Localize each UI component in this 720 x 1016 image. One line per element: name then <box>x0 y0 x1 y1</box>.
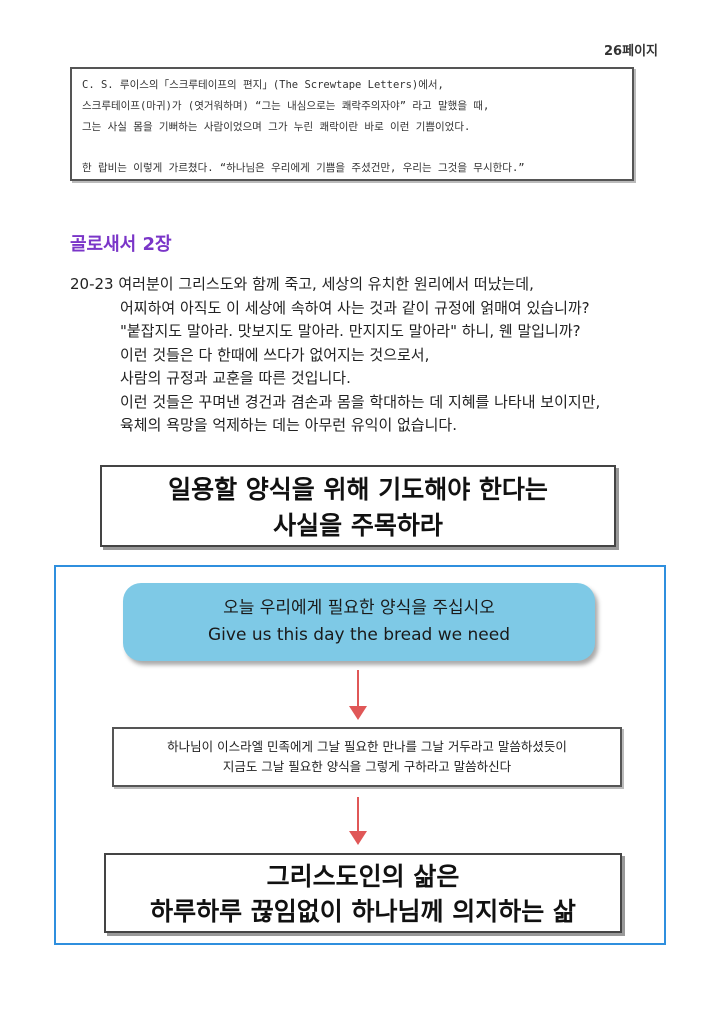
heading-line: 일용할 양식을 위해 기도해야 한다는 <box>168 475 548 504</box>
verse-line: 20-23 여러분이 그리스도와 함께 죽고, 세상의 유치한 원리에서 떠났는… <box>70 275 534 293</box>
page-number: 26페이지 <box>604 44 658 59</box>
down-arrow-icon <box>348 797 368 845</box>
verse-line: 육체의 욕망을 억제하는 데는 아무런 유익이 없습니다. <box>120 416 457 434</box>
heading-line: 사실을 주목하라 <box>273 511 443 540</box>
note-line: 지금도 그날 필요한 양식을 그렇게 구하라고 말씀하신다 <box>222 759 512 774</box>
verse-line: 어찌하여 아직도 이 세상에 속하여 사는 것과 같이 규정에 얽매여 있습니까… <box>120 298 590 317</box>
down-arrow-icon <box>348 670 368 720</box>
quote-line: 한 랍비는 이렇게 가르쳤다. “하나님은 우리에게 기쁨을 주셨건만, 우리는… <box>82 162 525 174</box>
quote-line: 그는 사실 몸을 기뻐하는 사람이었으며 그가 누린 쾌락이란 바로 이런 기쁨… <box>82 121 471 133</box>
quote-line: 스크루테이프(마귀)가 (엿거워하며) “그는 내심으로는 쾌락주의자야” 라고… <box>82 100 490 112</box>
note-line: 하나님이 이스라엘 민족에게 그날 필요한 만나를 그날 거두라고 말씀하셨듯이 <box>167 739 567 754</box>
quote-gap <box>82 138 622 158</box>
verse-block: 20-23 여러분이 그리스도와 함께 죽고, 세상의 유치한 원리에서 떠났는… <box>70 273 670 438</box>
verse-line: "붙잡지도 말아라. 맛보지도 말아라. 만지지도 말아라" 하니, 웬 말입니… <box>120 322 581 340</box>
quote-box: C. S. 루이스의「스크루테이프의 편지」(The Screwtape Let… <box>70 67 634 181</box>
conclusion-line: 하루하루 끊임없이 하나님께 의지하는 삶 <box>150 897 576 926</box>
section-title: 골로새서 2장 <box>70 234 172 255</box>
prayer-pill: 오늘 우리에게 필요한 양식을 주십시오 Give us this day th… <box>123 583 595 661</box>
quote-line: C. S. 루이스의「스크루테이프의 편지」(The Screwtape Let… <box>82 79 444 91</box>
verse-line: 이런 것들은 꾸며낸 경건과 겸손과 몸을 학대하는 데 지혜를 나타내 보이지… <box>120 392 601 411</box>
manna-note-box: 하나님이 이스라엘 민족에게 그날 필요한 만나를 그날 거두라고 말씀하셨듯이… <box>112 727 622 787</box>
conclusion-line: 그리스도인의 삶은 <box>266 862 460 891</box>
heading-box: 일용할 양식을 위해 기도해야 한다는 사실을 주목하라 <box>100 465 616 547</box>
verse-line: 사람의 규정과 교훈을 따른 것입니다. <box>120 369 351 387</box>
flow-frame <box>54 565 666 945</box>
verse-line: 이런 것들은 다 한때에 쓰다가 없어지는 것으로서, <box>120 345 430 364</box>
conclusion-box: 그리스도인의 삶은 하루하루 끊임없이 하나님께 의지하는 삶 <box>104 853 622 933</box>
prayer-korean: 오늘 우리에게 필요한 양식을 주십시오 <box>223 598 495 618</box>
prayer-english: Give us this day the bread we need <box>208 625 510 645</box>
